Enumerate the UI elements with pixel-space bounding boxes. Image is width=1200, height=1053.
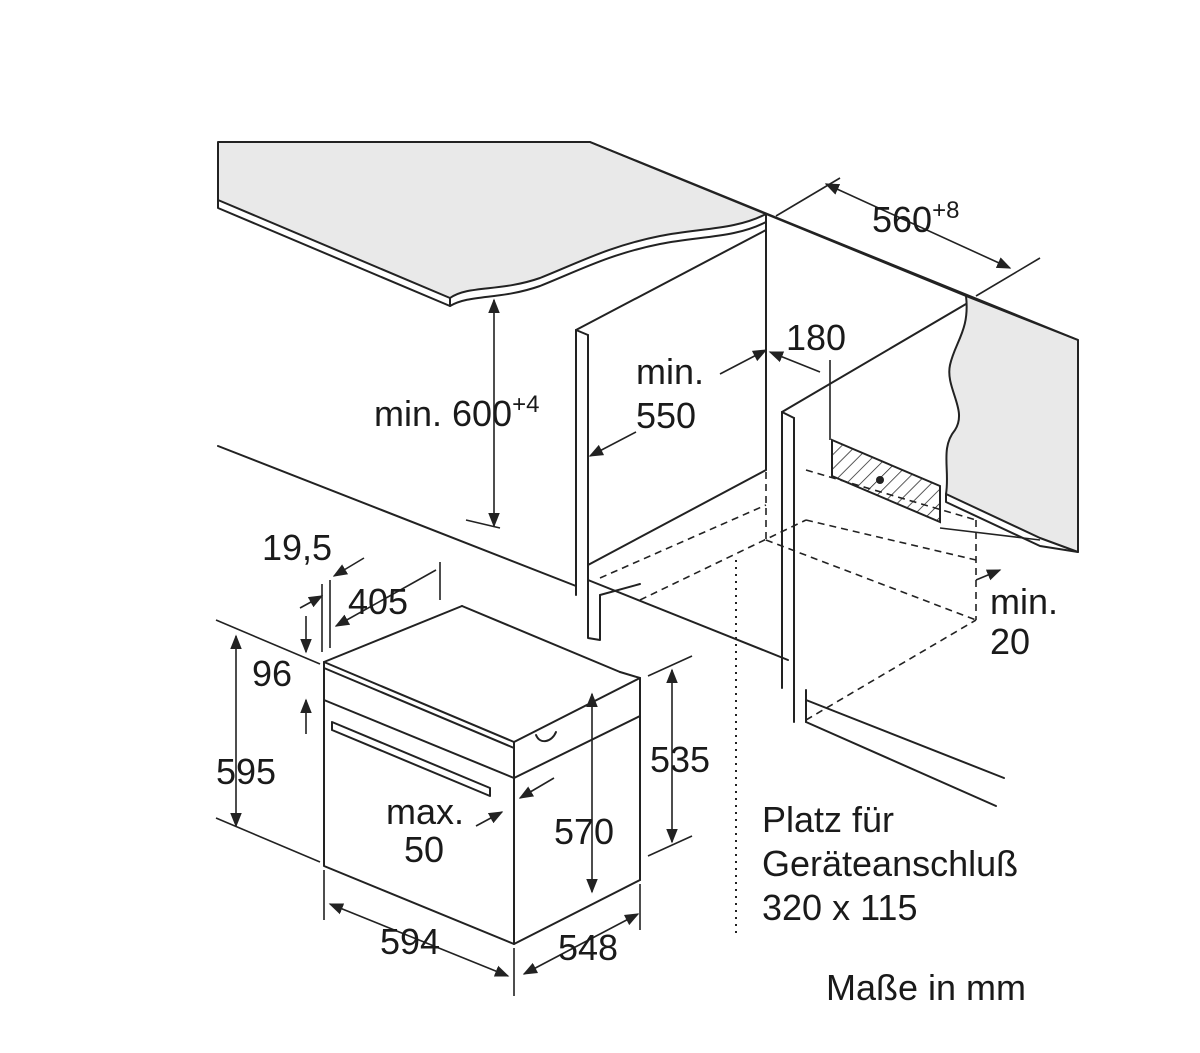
wall-line-top-front <box>765 213 967 297</box>
connection-label-line3: 320 x 115 <box>762 887 917 928</box>
countertop-right <box>945 295 1079 553</box>
oven <box>323 605 641 945</box>
cabinet-right <box>781 303 1005 807</box>
connection-label-line1: Platz für <box>762 799 894 840</box>
dim-595-label: 595 <box>216 751 276 792</box>
dim-min20-line2: 20 <box>990 621 1030 662</box>
dimension-labels: 560+8 min. 600+4 180 min. 550 19,5 405 9… <box>216 197 1058 1008</box>
dim-max50-line1: max. <box>386 791 464 832</box>
dim-19-5-label: 19,5 <box>262 527 332 568</box>
connection-label-line2: Geräteanschluß <box>762 843 1018 884</box>
dim-600-label: min. 600+4 <box>374 391 539 434</box>
cabinet-left <box>575 221 789 661</box>
dim-min20-line1: min. <box>990 581 1058 622</box>
dim-548-label: 548 <box>558 927 618 968</box>
dim-570-label: 570 <box>554 811 614 852</box>
dim-550-line1: min. <box>636 351 704 392</box>
dim-550-line2: 550 <box>636 395 696 436</box>
dim-535-label: 535 <box>650 739 710 780</box>
units-note: Maße in mm <box>826 967 1026 1008</box>
dim-594-label: 594 <box>380 921 440 962</box>
dim-max50-line2: 50 <box>404 829 444 870</box>
dim-405-label: 405 <box>348 581 408 622</box>
dim-96-label: 96 <box>252 653 292 694</box>
floor-line <box>217 445 577 587</box>
dim-180-label: 180 <box>786 317 846 358</box>
dimension-lines <box>215 177 1041 996</box>
dim-560-label: 560+8 <box>872 197 959 240</box>
connection-area <box>831 438 941 524</box>
countertop-left <box>217 141 767 307</box>
